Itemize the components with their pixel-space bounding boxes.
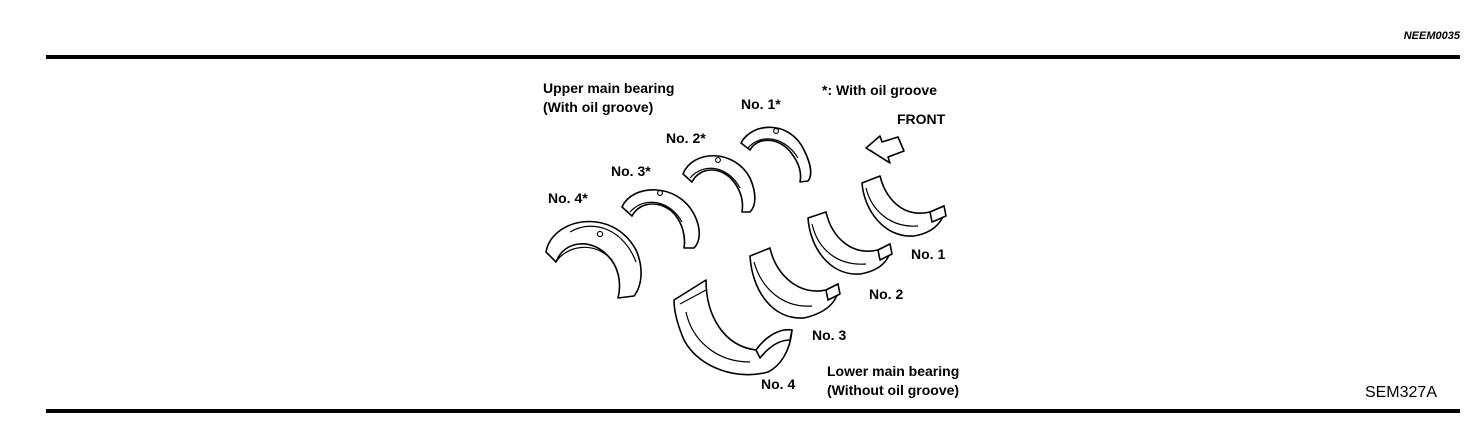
upper-bearing-no1 bbox=[740, 126, 812, 183]
lower-bearing-label: No. 2 bbox=[869, 286, 903, 302]
lower-bearing-no1 bbox=[861, 175, 947, 237]
upper-group-label-line1: Upper main bearing bbox=[543, 80, 674, 96]
upper-bearing-label: No. 2* bbox=[666, 130, 706, 146]
upper-bearing-no2 bbox=[682, 155, 756, 213]
lower-bearing-no3 bbox=[749, 247, 841, 319]
lower-bearing-label: No. 4 bbox=[761, 376, 795, 392]
lower-group-label-line1: Lower main bearing bbox=[827, 363, 959, 379]
upper-group-label-line2: (With oil groove) bbox=[543, 99, 653, 115]
upper-bearing-label: No. 1* bbox=[741, 96, 781, 112]
top-divider bbox=[46, 55, 1460, 59]
reference-code-top: NEEM0035 bbox=[1403, 30, 1460, 42]
lower-bearing-label: No. 1 bbox=[911, 246, 945, 262]
reference-code-bottom: SEM327A bbox=[1364, 384, 1437, 401]
front-label: FRONT bbox=[897, 111, 946, 127]
upper-bearing-label: No. 3* bbox=[611, 163, 651, 179]
lower-bearing-label: No. 3 bbox=[812, 327, 846, 343]
bottom-divider bbox=[46, 409, 1460, 413]
upper-bearing-label: No. 4* bbox=[548, 190, 588, 206]
lower-group-label-line2: (Without oil groove) bbox=[827, 382, 959, 398]
lower-bearing-no4 bbox=[673, 279, 793, 376]
lower-bearing-no2 bbox=[807, 211, 893, 275]
front-arrow-icon bbox=[865, 135, 905, 164]
upper-bearing-no3 bbox=[621, 189, 701, 249]
upper-bearing-no4 bbox=[545, 220, 642, 299]
legend-note: *: With oil groove bbox=[822, 82, 937, 98]
